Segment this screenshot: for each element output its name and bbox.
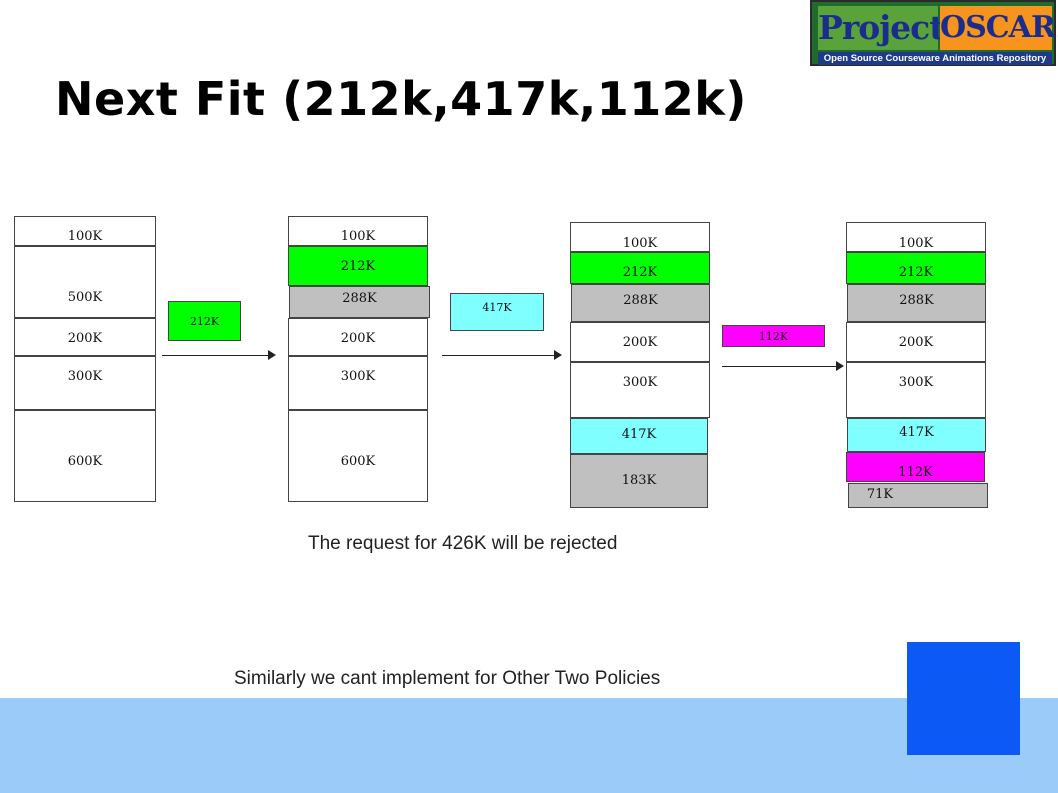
arrow-2 <box>442 350 562 360</box>
request-112k: 112K <box>722 325 825 347</box>
rejection-note: The request for 426K will be rejected <box>308 533 618 554</box>
memory-block-allocated: 212K <box>570 252 710 284</box>
memory-block-free-remainder: 288K <box>571 284 710 322</box>
slide-title: Next Fit (212k,417k,112k) <box>55 72 747 126</box>
memory-block: 200K <box>288 318 428 356</box>
memory-stage-1: 100K 500K 200K 300K 600K <box>14 216 156 502</box>
memory-block-allocated: 417K <box>847 418 986 452</box>
memory-block: 200K <box>846 322 986 362</box>
memory-block-allocated: 417K <box>570 418 708 454</box>
arrow-1 <box>162 350 276 360</box>
logo-word-oscar: OSCAR <box>940 6 1056 50</box>
request-417k: 417K <box>450 293 544 331</box>
memory-block: 100K <box>288 216 428 246</box>
policies-note: Similarly we cant implement for Other Tw… <box>234 668 661 689</box>
logo-word-project: Project <box>818 6 944 50</box>
memory-block: 500K <box>14 246 156 318</box>
memory-stage-2: 100K 212K 288K 200K 300K 600K <box>288 216 430 502</box>
memory-block-free-remainder: 288K <box>289 286 430 318</box>
memory-block-free-remainder: 71K <box>848 483 988 508</box>
memory-block-free-remainder: 288K <box>847 284 986 322</box>
arrow-3 <box>722 361 844 371</box>
memory-block-allocated: 112K <box>846 452 985 482</box>
memory-block: 100K <box>570 222 710 252</box>
logo-subtitle: Open Source Courseware Animations Reposi… <box>818 52 1052 65</box>
memory-block: 200K <box>570 322 710 362</box>
memory-block-allocated: 212K <box>288 246 428 286</box>
memory-block: 600K <box>288 410 428 502</box>
memory-block: 100K <box>846 222 986 252</box>
request-212k: 212K <box>168 301 241 341</box>
memory-block: 300K <box>570 362 710 418</box>
memory-block: 300K <box>14 356 156 410</box>
memory-block: 100K <box>14 216 156 246</box>
memory-block-free-remainder: 183K <box>570 454 708 508</box>
memory-stage-4: 100K 212K 288K 200K 300K 417K 112K 71K <box>846 222 988 508</box>
memory-block-allocated: 212K <box>846 252 986 284</box>
memory-block: 300K <box>846 362 986 418</box>
memory-block: 600K <box>14 410 156 502</box>
decorative-blue-square <box>907 642 1020 755</box>
memory-block: 300K <box>288 356 428 410</box>
project-oscar-logo: Project OSCAR Open Source Courseware Ani… <box>810 0 1056 66</box>
memory-block: 200K <box>14 318 156 356</box>
footer-band <box>0 698 1058 793</box>
memory-stage-3: 100K 212K 288K 200K 300K 417K 183K <box>570 222 712 508</box>
